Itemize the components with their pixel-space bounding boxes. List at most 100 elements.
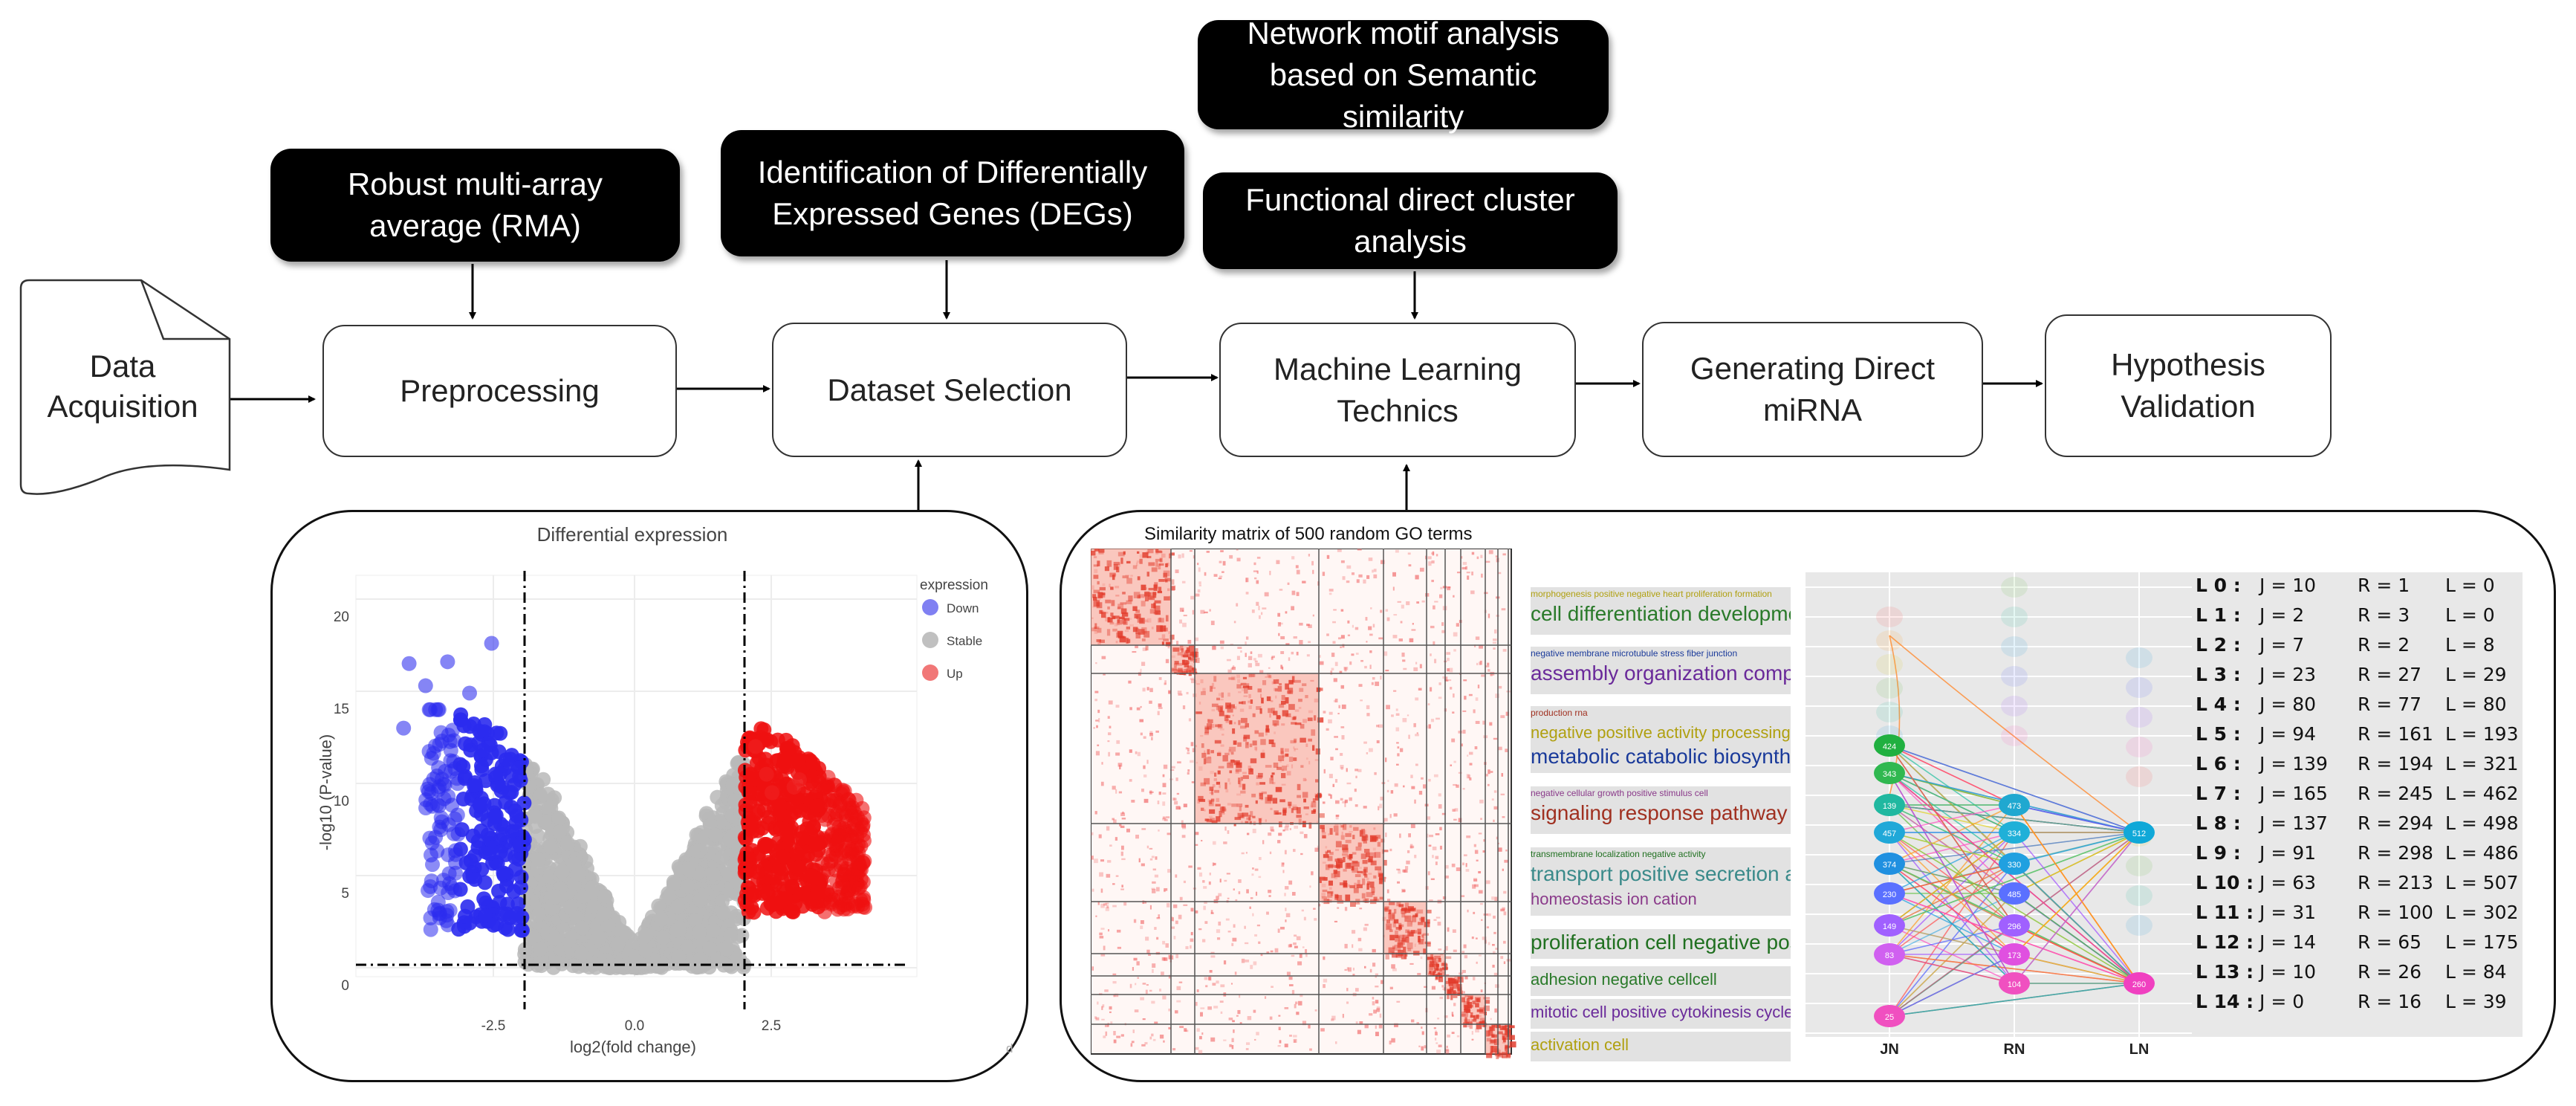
jn-node-label: 139	[1883, 802, 1896, 811]
word-cloud-big-10: activation cell	[1531, 1035, 1629, 1054]
dataset-selection-label: Dataset Selection	[827, 372, 1072, 407]
level-label: L 8 :	[2196, 812, 2248, 834]
level-j: J = 10	[2259, 575, 2317, 596]
word-cloud-6: homeostasis ion cation	[1531, 886, 1791, 916]
legend-stable-swatch	[922, 632, 938, 648]
rn-node-label: 473	[2008, 802, 2021, 811]
level-label: L 2 :	[2196, 634, 2248, 656]
ln-node-260	[2124, 972, 2155, 995]
level-r: R = 65	[2358, 931, 2422, 953]
rn-node-173	[1999, 943, 2030, 966]
level-j: J = 80	[2259, 693, 2317, 715]
similarity-heatmap	[1091, 549, 1516, 1059]
legend-down-swatch	[922, 599, 938, 615]
volcano-xlabel: log2(fold change)	[570, 1038, 696, 1056]
level-r: R = 194	[2358, 753, 2433, 774]
legend-down-label: Down	[947, 601, 979, 615]
rn-node-104	[1999, 972, 2030, 995]
level-label: L 0 :	[2196, 575, 2248, 596]
column-label-rn: RN	[2004, 1041, 2025, 1058]
rma-box: Robust multi-array average (RMA)	[270, 149, 680, 262]
rn-node-label: 104	[2008, 980, 2021, 989]
level-l: L = 193	[2445, 723, 2519, 745]
level-j: J = 2	[2259, 604, 2305, 626]
level-l: L = 321	[2445, 753, 2519, 774]
level-label: L 12 :	[2196, 931, 2260, 953]
level-l: L = 84	[2445, 961, 2507, 983]
jn-node-label: 25	[1885, 1013, 1894, 1022]
level-l: L = 0	[2445, 604, 2495, 626]
rn-node-296	[1999, 914, 2030, 937]
jn-node-label: 424	[1883, 743, 1896, 751]
jn-node-139	[1874, 794, 1905, 816]
y-tick-10: 10	[334, 794, 349, 809]
level-r: R = 1	[2358, 575, 2410, 596]
legend-title: expression	[920, 578, 988, 593]
level-j: J = 7	[2259, 634, 2305, 656]
column-label-ln: LN	[2129, 1041, 2150, 1058]
level-l: L = 507	[2445, 872, 2519, 893]
word-cloud-1: negative membrane microtubule stress fib…	[1531, 647, 1791, 694]
ln-node-label: 260	[2132, 980, 2146, 989]
network-diagram: 4243431394573742301498325473334330485296…	[1806, 572, 2192, 1058]
level-r: R = 2	[2358, 634, 2410, 656]
y-tick-15: 15	[334, 702, 349, 717]
dataset-selection-stage: Dataset Selection	[772, 323, 1127, 457]
rma-label: Robust multi-array average (RMA)	[347, 166, 603, 243]
motif-box: Network motif analysis based on Semantic…	[1198, 16, 1609, 134]
level-j: J = 10	[2259, 961, 2317, 983]
level-r: R = 161	[2358, 723, 2433, 745]
level-r: R = 213	[2358, 872, 2433, 893]
level-j: J = 0	[2259, 991, 2305, 1012]
jn-node-149	[1874, 914, 1905, 937]
level-table-bg	[2192, 572, 2523, 1037]
level-label: L 14 :	[2196, 991, 2260, 1012]
jn-node-25	[1874, 1005, 1905, 1027]
jn-node-label: 457	[1883, 830, 1896, 838]
rn-node-label: 485	[2008, 890, 2021, 899]
level-label: L 13 :	[2196, 961, 2260, 983]
level-label: L 4 :	[2196, 693, 2248, 715]
jn-node-label: 230	[1883, 890, 1896, 899]
jn-node-label: 343	[1883, 770, 1896, 779]
level-l: L = 8	[2445, 634, 2495, 656]
data-acquisition-document	[19, 279, 231, 495]
machine-learning-stage: Machine Learning Technics	[1219, 323, 1576, 457]
rn-node-label: 296	[2008, 922, 2021, 931]
level-label: L 6 :	[2196, 753, 2248, 774]
corner-mark: d	[1006, 1041, 1013, 1055]
heatmap-title: Similarity matrix of 500 random GO terms	[1144, 524, 1473, 544]
word-cloud-big-2: negative positive activity processing dn…	[1531, 723, 1791, 742]
preprocessing-label: Preprocessing	[400, 373, 600, 408]
word-cloud-small-2: production rna	[1531, 708, 1588, 718]
word-cloud-9: mitotic cell positive cytokinesis cycle …	[1531, 999, 1791, 1029]
jn-node-83	[1874, 943, 1905, 966]
level-j: J = 91	[2259, 842, 2317, 864]
level-j: J = 31	[2259, 902, 2317, 923]
x-tick-pos: 2.5	[762, 1018, 781, 1034]
level-label: L 5 :	[2196, 723, 2248, 745]
level-l: L = 0	[2445, 575, 2495, 596]
word-cloud-big-8: adhesion negative cellcell	[1531, 970, 1717, 989]
level-j: J = 23	[2259, 664, 2317, 685]
jn-node-457	[1874, 821, 1905, 844]
level-r: R = 77	[2358, 693, 2422, 715]
word-cloud-0: morphogenesis positive negative heart pr…	[1531, 587, 1791, 635]
y-tick-0: 0	[341, 978, 349, 994]
volcano-ylabel: -log10 (P-value)	[317, 734, 335, 851]
rn-node-473	[1999, 794, 2030, 816]
rn-node-334	[1999, 821, 2030, 844]
word-cloud-small-1: negative membrane microtubule stress fib…	[1531, 648, 1738, 659]
word-cloud-big-1: assembly organization complex positive	[1531, 662, 1791, 685]
level-r: R = 16	[2358, 991, 2422, 1012]
word-cloud-small-5: transmembrane localization negative acti…	[1531, 849, 1706, 859]
level-r: R = 3	[2358, 604, 2410, 626]
level-label: L 11 :	[2196, 902, 2260, 923]
